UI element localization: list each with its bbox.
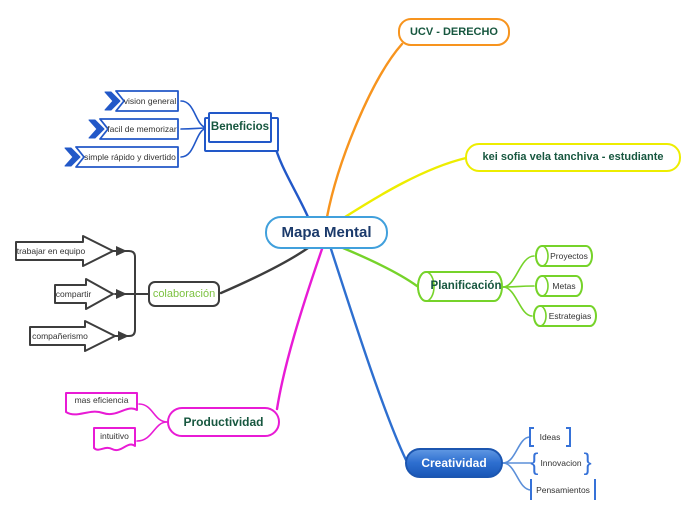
node-metas[interactable]: Metas xyxy=(535,275,583,297)
node-label: Innovacion xyxy=(540,457,582,468)
cylinder-icon xyxy=(535,275,583,297)
node-productividad[interactable]: Productividad xyxy=(167,407,280,437)
node-label: UCV - DERECHO xyxy=(409,25,498,38)
node-planificacion[interactable]: Planificación xyxy=(417,271,503,302)
node-mas-eficiencia[interactable]: mas eficiencia xyxy=(65,392,138,418)
edge-planificacion-child xyxy=(502,285,535,288)
flag-icon xyxy=(64,146,179,168)
node-label: Metas xyxy=(552,280,576,291)
node-label: trabajar en equipo xyxy=(16,245,86,256)
edge-creatividad-child xyxy=(502,436,531,464)
edge-productividad-child xyxy=(136,421,168,442)
node-label: Planificación xyxy=(430,279,502,292)
node-label: vision general xyxy=(123,95,177,106)
document-icon xyxy=(93,427,136,452)
arrowhead-icon xyxy=(118,331,129,341)
cylinder-icon xyxy=(535,245,593,267)
flag-icon xyxy=(88,118,179,140)
node-label: Estrategias xyxy=(548,310,592,321)
bracket-icon xyxy=(566,427,571,447)
node-label: Productividad xyxy=(183,415,264,429)
bracket-icon xyxy=(529,427,534,447)
node-pensamientos[interactable]: Pensamientos xyxy=(530,479,596,500)
edge-planificacion-child xyxy=(502,286,533,317)
arrowhead-icon xyxy=(116,246,127,256)
document-icon xyxy=(65,392,138,416)
node-ideas[interactable]: Ideas xyxy=(529,427,571,447)
node-label: Creatividad xyxy=(421,456,487,470)
block-arrow-icon xyxy=(29,320,116,352)
cylinder-icon xyxy=(417,271,503,302)
node-label: compañerismo xyxy=(32,330,88,341)
arrowhead-icon xyxy=(116,289,127,299)
node-compartir[interactable]: compartir xyxy=(52,278,115,310)
node-intuitivo[interactable]: intuitivo xyxy=(93,427,136,455)
node-creatividad[interactable]: Creatividad xyxy=(405,448,503,478)
edge-productividad-child xyxy=(138,403,168,423)
node-label: Mapa Mental xyxy=(281,224,372,241)
bracket-icon xyxy=(530,479,533,500)
node-companerismo[interactable]: compañerismo xyxy=(27,320,117,352)
cylinder-icon xyxy=(533,305,597,327)
brace-icon: } xyxy=(583,449,592,476)
edge-planificacion-child xyxy=(502,255,535,288)
node-beneficios[interactable]: Beneficios xyxy=(208,112,272,143)
node-colaboracion[interactable]: colaboración xyxy=(148,281,220,307)
node-label: facil de memorizar xyxy=(107,123,177,134)
node-vision-general[interactable]: vision general xyxy=(103,90,179,112)
flag-icon xyxy=(104,90,179,112)
edge-center-beneficios xyxy=(272,140,310,219)
block-arrow-icon xyxy=(54,278,114,310)
node-simple-rapido-divertido[interactable]: simple rápido y divertido xyxy=(63,146,179,168)
brace-icon: { xyxy=(530,449,539,476)
node-label: Pensamientos xyxy=(536,484,590,495)
node-label: Proyectos xyxy=(550,250,588,261)
edge-center-creatividad xyxy=(329,247,408,462)
edge-creatividad-child xyxy=(502,462,532,491)
edge-center-planificacion xyxy=(341,246,419,288)
node-label: compartir xyxy=(55,288,92,299)
edge-center-colaboracion xyxy=(219,246,310,295)
edge-center-productividad xyxy=(275,247,324,411)
node-label: colaboración xyxy=(152,287,216,300)
bracket-icon xyxy=(593,479,596,500)
node-mapa-mental[interactable]: Mapa Mental xyxy=(265,216,388,249)
block-arrow-icon xyxy=(15,235,114,267)
node-estudiante[interactable]: kei sofia vela tanchiva - estudiante xyxy=(465,143,681,172)
node-label: simple rápido y divertido xyxy=(84,151,176,162)
node-facil-de-memorizar[interactable]: facil de memorizar xyxy=(87,118,179,140)
node-proyectos[interactable]: Proyectos xyxy=(535,245,593,267)
node-label: kei sofia vela tanchiva - estudiante xyxy=(482,151,664,163)
node-estrategias[interactable]: Estrategias xyxy=(533,305,597,327)
edge-center-estudiante xyxy=(343,156,468,219)
node-label: Ideas xyxy=(539,432,561,442)
node-label: mas eficiencia xyxy=(74,395,129,405)
node-innovacion[interactable]: { Innovacion } xyxy=(530,449,592,476)
edge-center-ucv xyxy=(325,42,404,219)
node-trabajar-en-equipo[interactable]: trabajar en equipo xyxy=(13,235,115,267)
node-ucv-derecho[interactable]: UCV - DERECHO xyxy=(398,18,510,46)
node-label: Beneficios xyxy=(210,120,270,133)
node-label: intuitivo xyxy=(100,431,129,441)
